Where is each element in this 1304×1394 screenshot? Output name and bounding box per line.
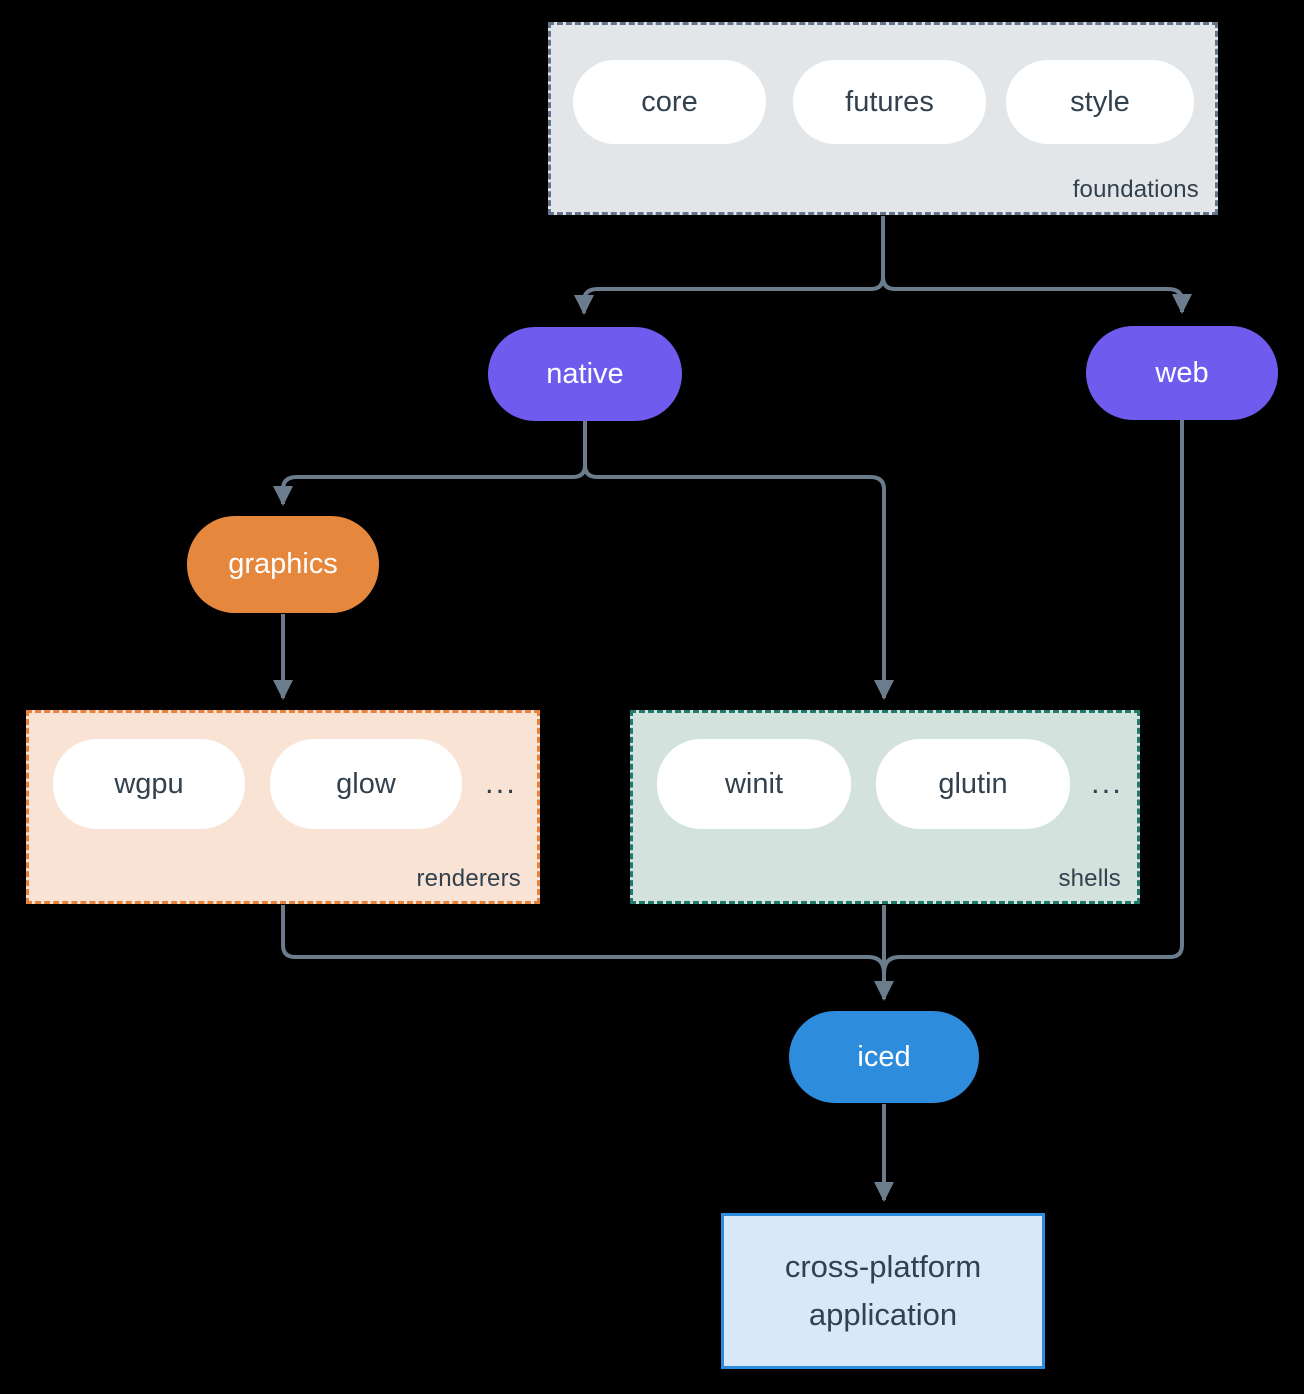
node-web-label: web [1155, 356, 1209, 389]
edge-foundations-web [881, 216, 1192, 314]
edge-renderers-merge [281, 905, 886, 974]
foundations-group: core futures style foundations [548, 22, 1218, 215]
node-winit: winit [657, 739, 851, 829]
edge-native-shells [583, 421, 894, 700]
node-graphics-label: graphics [228, 548, 338, 580]
node-glow: glow [270, 739, 462, 829]
shells-ellipsis: ... [1091, 765, 1123, 800]
node-native: native [488, 327, 682, 421]
foundations-group-label: foundations [1072, 176, 1199, 203]
node-glutin-label: glutin [938, 767, 1008, 800]
renderers-group-label: renderers [416, 865, 521, 892]
node-glutin: glutin [876, 739, 1070, 829]
node-native-label: native [546, 357, 624, 390]
node-graphics: graphics [187, 516, 379, 613]
node-futures: futures [793, 60, 986, 144]
node-style: style [1006, 60, 1194, 144]
shells-group-label: shells [1058, 865, 1121, 892]
node-core: core [573, 60, 766, 144]
renderers-group: wgpu glow ... renderers [26, 710, 540, 904]
shells-group: winit glutin ... shells [630, 710, 1140, 904]
node-web: web [1086, 326, 1278, 420]
node-cross-platform-application-label: cross-platform application [784, 1249, 982, 1332]
node-iced-label: iced [857, 1040, 911, 1073]
renderers-ellipsis: ... [485, 765, 517, 800]
node-glow-label: glow [336, 767, 396, 800]
edge-foundations-native [574, 216, 885, 315]
node-wgpu: wgpu [53, 739, 245, 829]
node-wgpu-label: wgpu [114, 767, 184, 800]
edge-native-graphics [273, 421, 587, 506]
node-core-label: core [641, 85, 698, 118]
node-iced: iced [789, 1011, 979, 1103]
node-winit-label: winit [724, 767, 783, 800]
node-style-label: style [1070, 85, 1130, 118]
node-cross-platform-application: cross-platform application [721, 1213, 1045, 1369]
node-futures-label: futures [845, 85, 934, 118]
